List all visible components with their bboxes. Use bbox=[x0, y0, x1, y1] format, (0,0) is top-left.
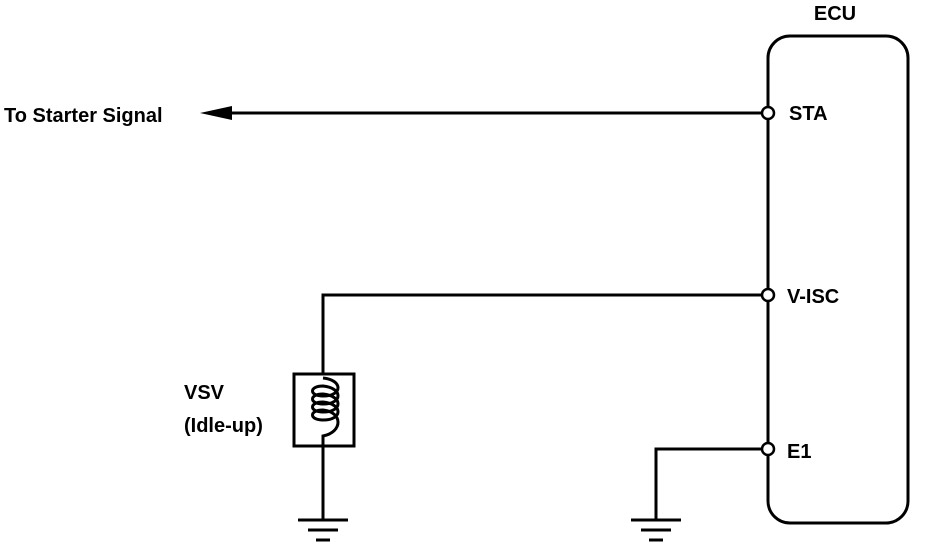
e1-pin-terminal bbox=[760, 441, 776, 457]
vsv-name-label: VSV bbox=[184, 382, 225, 404]
sta-pin-label: STA bbox=[789, 103, 828, 125]
vsv-subtitle-label: (Idle-up) bbox=[184, 415, 263, 437]
ecu-title: ECU bbox=[814, 3, 856, 25]
starter-signal-label: To Starter Signal bbox=[4, 105, 163, 127]
v-isc-wire bbox=[321, 293, 762, 374]
e1-wire bbox=[631, 447, 762, 542]
ground-icon bbox=[631, 518, 681, 542]
ground-icon bbox=[298, 518, 348, 542]
v-isc-pin-label: V-ISC bbox=[787, 286, 839, 308]
coil-icon bbox=[311, 376, 340, 446]
v-isc-pin-terminal bbox=[760, 287, 776, 303]
arrow-left-icon bbox=[200, 106, 232, 120]
e1-pin-label: E1 bbox=[787, 441, 811, 463]
starter-signal-wire bbox=[200, 106, 762, 120]
sta-pin-terminal bbox=[760, 105, 776, 121]
ecu-box bbox=[766, 34, 910, 525]
vsv-component bbox=[292, 372, 356, 448]
vsv-ground bbox=[298, 446, 348, 542]
